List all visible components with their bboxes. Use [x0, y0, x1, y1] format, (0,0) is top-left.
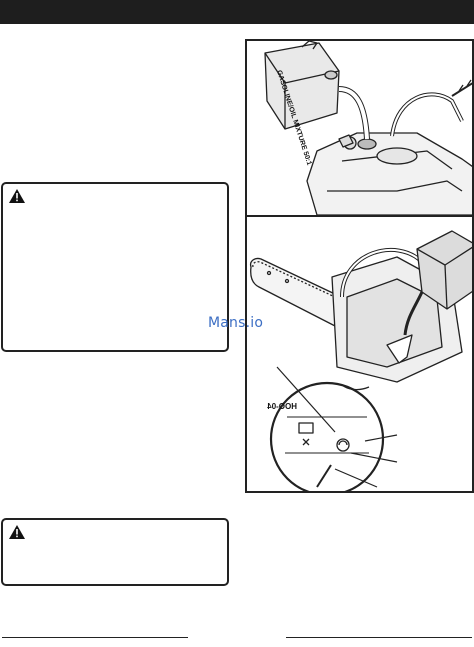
footer-rule-right: [286, 637, 472, 638]
illustration-frame: GASOLINE/OIL MIXTURE 50:1: [245, 39, 474, 493]
oil-fill-illustration: HOO-04: [249, 230, 472, 491]
warning-box: [1, 518, 229, 586]
footer-rule-left: [2, 637, 188, 638]
fuel-fill-illustration: GASOLINE/OIL MIXTURE 50:1: [264, 41, 472, 215]
warning-box: [1, 182, 229, 352]
warning-triangle-icon: [9, 525, 25, 539]
page-header-bar: [0, 0, 474, 24]
watermark-text: Mans.io: [208, 315, 264, 331]
warning-triangle-icon: [9, 189, 25, 203]
figure-divider: [247, 215, 472, 217]
gauge-label: HOO-04: [267, 402, 297, 411]
